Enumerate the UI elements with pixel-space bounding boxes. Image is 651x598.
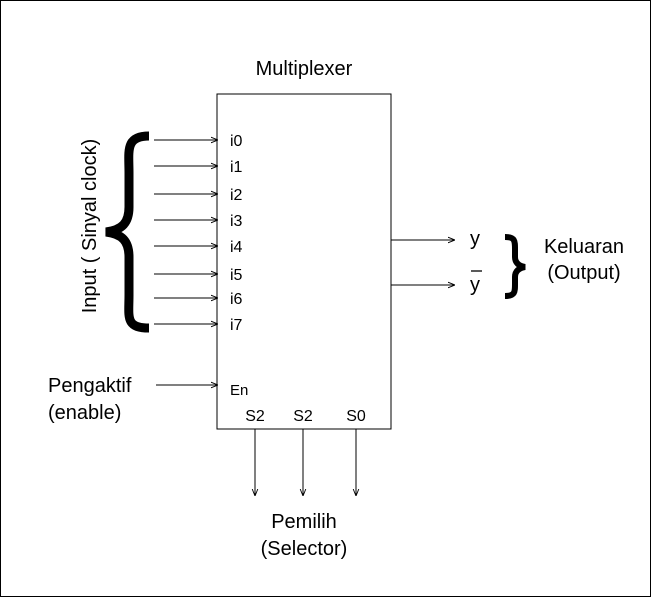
output-label-y: y: [470, 228, 480, 250]
output-group-brace: [504, 234, 526, 299]
diagram-title: Multiplexer: [256, 58, 353, 80]
input-group-brace: [105, 131, 150, 333]
pin-label-i4: i4: [230, 239, 243, 256]
input-group-label: Input ( Sinyal clock): [79, 139, 101, 314]
pin-label-i7: i7: [230, 317, 243, 334]
multiplexer-block: [216, 93, 392, 430]
enable-label-line1: Pengaktif: [48, 375, 132, 397]
pin-label-i0: i0: [230, 133, 243, 150]
pin-label-i5: i5: [230, 267, 243, 284]
output-label-line2: (Output): [547, 262, 620, 284]
pin-label-i3: i3: [230, 213, 243, 230]
pin-label-i2: i2: [230, 187, 243, 204]
select-pin-label-2: S2: [293, 408, 313, 425]
pin-label-i1: i1: [230, 159, 243, 176]
selector-label-line2: (Selector): [261, 538, 348, 560]
output-label-y-bar: y: [470, 274, 480, 296]
pin-label-i6: i6: [230, 291, 243, 308]
pin-label-en: En: [230, 382, 248, 399]
select-pin-label-1: S2: [245, 408, 265, 425]
selector-label-line1: Pemilih: [271, 511, 337, 533]
select-pin-label-3: S0: [346, 408, 366, 425]
output-label-line1: Keluaran: [544, 236, 624, 258]
enable-label-line2: (enable): [48, 402, 121, 424]
